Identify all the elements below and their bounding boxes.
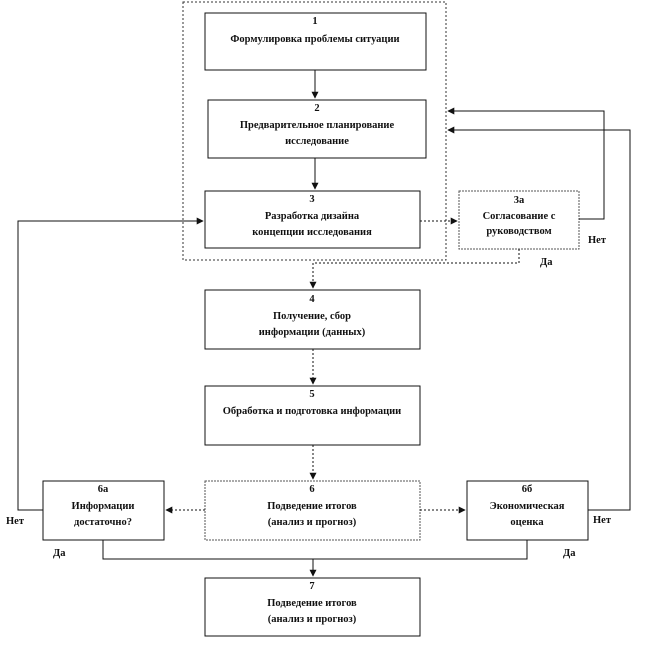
box-3a-number: 3а — [514, 195, 525, 206]
box-6a-line-2: достаточно? — [74, 517, 132, 528]
box-3a-line-2: руководством — [486, 226, 551, 237]
box-2-line-1: Предварительное планирование — [240, 120, 395, 131]
box-5-number: 5 — [309, 389, 314, 400]
box-3-line-1: Разработка дизайна — [265, 211, 360, 222]
arrow-6b-no-to-2 — [447, 126, 631, 511]
box-2-line-2: исследование — [285, 136, 349, 147]
box-4: 4 Получение, сбор информации (данных) — [204, 289, 421, 350]
box-6b-line-2: оценка — [510, 517, 544, 528]
box-6b-line-1: Экономическая — [490, 501, 565, 512]
box-3: 3 Разработка дизайна концепции исследова… — [204, 190, 421, 249]
box-7-line-1: Подведение итогов — [267, 598, 357, 609]
box-1: 1 Формулировка проблемы ситуации — [204, 12, 427, 71]
arrow-3a-yes-to-4 — [309, 249, 520, 289]
label-3a-no: Нет — [588, 235, 607, 246]
box-5-line-1: Обработка и подготовка информации — [223, 406, 401, 417]
arrow-3a-no-to-2 — [447, 107, 605, 220]
box-7: 7 Подведение итогов (анализ и прогноз) — [204, 577, 421, 637]
box-6b: 6б Экономическая оценка — [466, 480, 589, 541]
box-6: 6 Подведение итогов (анализ и прогноз) — [204, 480, 421, 541]
box-5: 5 Обработка и подготовка информации — [204, 385, 421, 446]
group-frame — [182, 1, 447, 261]
box-2-number: 2 — [314, 103, 319, 114]
box-6-number: 6 — [309, 484, 314, 495]
label-3a-yes: Да — [540, 257, 553, 268]
label-6a-yes: Да — [53, 548, 66, 559]
line-6a-yes — [102, 540, 313, 560]
box-6-line-2: (анализ и прогноз) — [268, 517, 357, 528]
label-6b-no: Нет — [593, 515, 612, 526]
box-4-line-1: Получение, сбор — [273, 311, 351, 322]
box-3-line-2: концепции исследования — [252, 227, 372, 238]
box-4-line-2: информации (данных) — [259, 327, 366, 338]
box-1-line-1: Формулировка проблемы ситуации — [230, 34, 399, 45]
box-3a-line-1: Согласование с — [483, 211, 556, 222]
line-6b-yes — [313, 540, 528, 560]
box-6a-line-1: Информации — [72, 501, 135, 512]
box-6b-number: 6б — [522, 484, 533, 495]
label-6b-yes: Да — [563, 548, 576, 559]
box-6a: 6а Информации достаточно? — [42, 480, 165, 541]
label-6a-no: Нет — [6, 516, 25, 527]
box-6a-number: 6а — [98, 484, 109, 495]
box-1-number: 1 — [312, 16, 317, 27]
arrow-6a-no-to-3 — [17, 217, 204, 511]
box-2: 2 Предварительное планирование исследова… — [207, 99, 427, 159]
box-3a: 3а Согласование с руководством — [458, 190, 580, 250]
box-7-line-2: (анализ и прогноз) — [268, 614, 357, 625]
box-4-number: 4 — [309, 294, 315, 305]
box-6-line-1: Подведение итогов — [267, 501, 357, 512]
box-3-number: 3 — [309, 194, 314, 205]
box-7-number: 7 — [309, 581, 314, 592]
